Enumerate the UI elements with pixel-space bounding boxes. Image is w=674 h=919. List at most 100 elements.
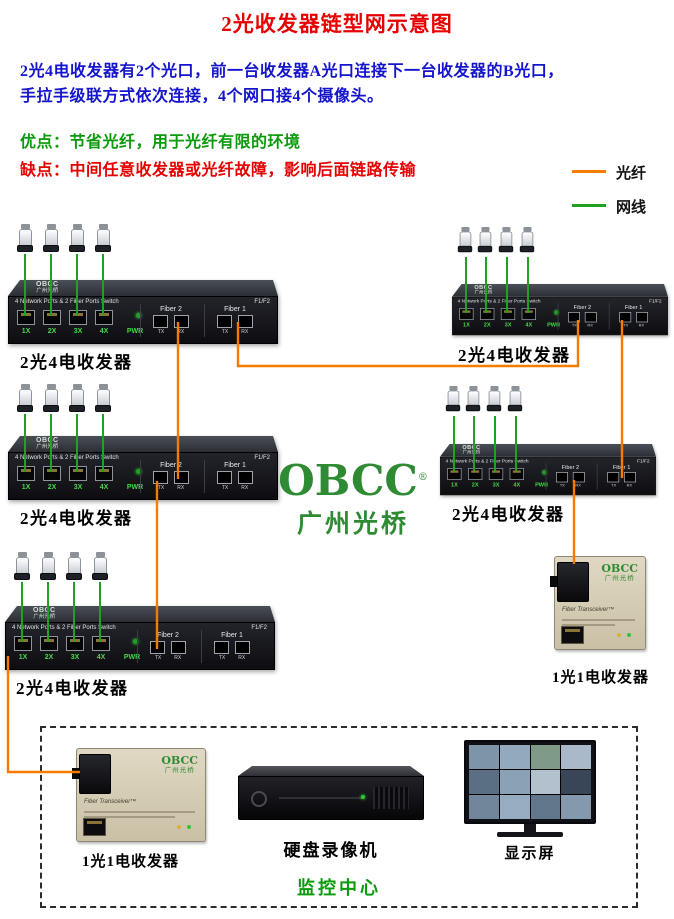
rj45-port	[480, 308, 495, 320]
switch-label: 2光4电收发器	[20, 353, 133, 372]
rj45-port	[17, 310, 35, 325]
tx-label: TX	[221, 485, 229, 491]
cctv-camera	[67, 224, 87, 254]
switch-front-panel: 4 Network Ports & 2 Fiber Ports Switch F…	[8, 296, 278, 344]
brand-name-large: OBCC®	[278, 460, 428, 502]
fiber-port	[607, 472, 620, 483]
rj45-pins	[471, 470, 480, 473]
rj45-pins	[73, 313, 83, 316]
camera-feed-cell	[530, 745, 561, 769]
camera-body	[44, 229, 58, 246]
fiber2-group: Fiber 2 TX RX	[145, 306, 197, 335]
rj45-pins	[450, 470, 459, 473]
port-label: 1X	[18, 654, 28, 661]
camera-lens	[95, 405, 111, 412]
rj45-pins	[512, 470, 521, 473]
fiber-port	[238, 315, 253, 328]
camera-slot	[12, 552, 32, 582]
fiber1-group: Fiber 1 TX RX	[209, 306, 261, 335]
port-label: 3X	[504, 322, 512, 328]
camera-feed-cell	[561, 795, 591, 819]
fiber2-label: Fiber 2	[561, 464, 580, 471]
fiber-module	[72, 754, 111, 794]
rj45-port	[95, 310, 113, 325]
port-label: 1X	[450, 482, 458, 488]
camera-mount	[480, 227, 490, 232]
fiber-port	[214, 641, 229, 654]
camera-body	[93, 557, 107, 574]
switch-mid-right: OBCC 广州光桥 4 Network Ports & 2 Fiber Port…	[440, 444, 656, 496]
switch-panel-f1f2: F1/F2	[254, 455, 270, 461]
switch-panel-title: 4 Network Ports & 2 Fiber Ports Switch	[457, 299, 541, 304]
rj45-pins	[462, 310, 471, 313]
obcc-logo: OBCC 广州光桥	[161, 755, 198, 775]
camera-body	[96, 229, 110, 246]
pwr-label: PWR	[547, 322, 561, 328]
cons-line: 缺点：中间任意收发器或光纤故障，影响后面链路传输	[20, 162, 417, 179]
converter-label: 1光1电收发器	[552, 670, 650, 686]
power-led	[136, 469, 141, 474]
pros-line: 优点：节省光纤，用于光纤有限的环境	[20, 134, 301, 151]
fiber-port	[153, 471, 168, 484]
camera-body	[500, 231, 512, 247]
brand-name-cn: 广州光桥	[33, 614, 56, 621]
fiber1-label: Fiber 1	[612, 464, 631, 471]
fiber2-ports	[550, 472, 592, 483]
fiber-port	[584, 312, 597, 323]
switch-panel-title: 4 Network Ports & 2 Fiber Ports Switch	[445, 459, 529, 464]
fiber1-ports	[206, 641, 258, 654]
port-label-row: 1X 2X 3X 4X PWR	[459, 322, 563, 328]
obcc-logo: OBCC 广州光桥	[601, 563, 638, 583]
switch-label: 2光4电收发器	[458, 346, 571, 365]
txrx-labels: TX RX	[550, 483, 592, 488]
port-label: 4X	[513, 482, 521, 488]
camera-mount	[448, 386, 458, 391]
port-label: 3X	[70, 654, 80, 661]
power-led	[133, 639, 138, 644]
camera-body	[18, 389, 32, 406]
camera-lens	[66, 573, 82, 580]
fiber2-ports	[142, 641, 194, 654]
camera-slot	[93, 224, 113, 254]
fiber1-group: Fiber 1 TX RX	[206, 632, 258, 661]
brand-name-cn: 广州光桥	[474, 290, 493, 296]
camera-mount	[17, 552, 27, 557]
converter-field: OBCC 广州光桥 Fiber Transceiver™	[550, 556, 646, 650]
pwr-label: PWR	[126, 484, 144, 491]
rx-label: RX	[238, 655, 246, 661]
obcc-logo: OBCC 广州光桥	[462, 445, 480, 456]
rj45-pins	[99, 313, 109, 316]
rj45-pins	[524, 310, 533, 313]
rj45-pins	[483, 310, 492, 313]
dvr-label: 硬盘录像机	[283, 841, 379, 860]
cctv-camera	[444, 386, 462, 413]
fiber1-group: Fiber 1 TX RX	[209, 462, 261, 491]
obcc-logo: OBCC 广州光桥	[36, 437, 59, 451]
camera-mount	[522, 227, 532, 232]
camera-slot	[456, 227, 474, 254]
switch-panel-f1f2: F1/F2	[254, 299, 270, 305]
converter-panel-text: Fiber Transceiver™	[562, 607, 615, 613]
camera-feed-cell	[469, 745, 499, 769]
panel-divider	[137, 630, 138, 663]
port-label: 3X	[492, 482, 500, 488]
camera-slot	[67, 224, 87, 254]
fiber-switch-device: OBCC 广州光桥 4 Network Ports & 2 Fiber Port…	[440, 444, 656, 496]
camera-mount	[72, 384, 82, 389]
camera-mount	[95, 552, 105, 557]
fiber2-label: Fiber 2	[573, 304, 592, 311]
cctv-camera	[15, 384, 35, 414]
switch-front-panel: 4 Network Ports & 2 Fiber Ports Switch F…	[452, 296, 668, 336]
rj45-port	[509, 468, 524, 480]
tx-label: TX	[157, 329, 165, 335]
fiber2-label: Fiber 2	[160, 306, 182, 313]
camera-lens	[43, 405, 59, 412]
status-led	[361, 795, 365, 799]
fiber-port	[174, 471, 189, 484]
fiber-port	[171, 641, 186, 654]
fiber1-ports	[601, 472, 643, 483]
switch-panel-title: 4 Network Ports & 2 Fiber Ports Switch	[15, 455, 119, 461]
rx-label: RX	[241, 485, 249, 491]
switch-panel-title: 4 Network Ports & 2 Fiber Ports Switch	[15, 299, 119, 305]
